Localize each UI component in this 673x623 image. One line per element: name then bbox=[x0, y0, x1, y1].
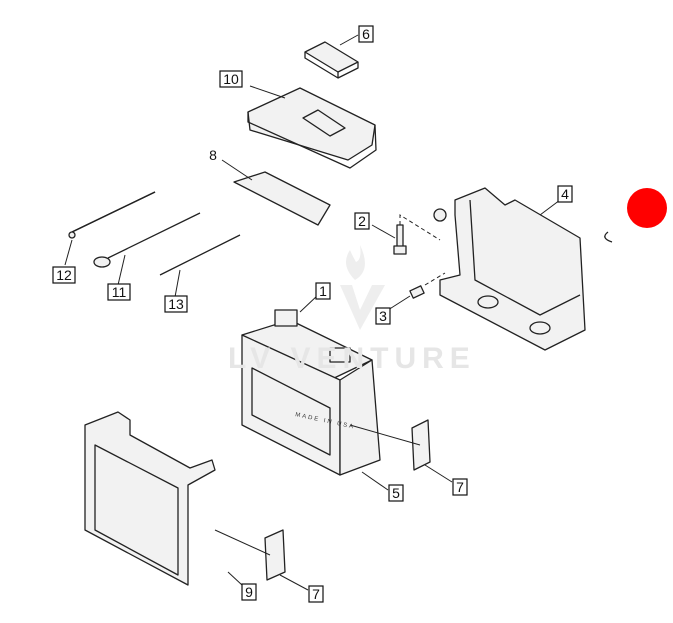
label-6: 6 bbox=[362, 26, 370, 42]
label-1: 1 bbox=[319, 283, 327, 299]
label-8: 8 bbox=[209, 147, 217, 163]
label-9: 9 bbox=[245, 584, 253, 600]
watermark: LV VENTURE bbox=[228, 245, 476, 375]
label-12: 12 bbox=[56, 267, 72, 283]
part-7-pads bbox=[214, 419, 453, 591]
part-5-battery: MADE IN USA bbox=[241, 294, 389, 491]
red-marker bbox=[627, 188, 667, 228]
label-5: 5 bbox=[392, 485, 400, 501]
part-8-pad bbox=[221, 159, 331, 226]
watermark-text: LV VENTURE bbox=[228, 342, 476, 375]
label-11: 11 bbox=[112, 284, 127, 300]
label-7b: 7 bbox=[312, 586, 320, 602]
label-3: 3 bbox=[379, 308, 387, 324]
part-2-bolt bbox=[371, 214, 441, 255]
cables bbox=[64, 191, 241, 298]
part-10-cover bbox=[247, 85, 377, 169]
part-4-bracket bbox=[433, 187, 613, 351]
part-9-cover bbox=[84, 411, 243, 586]
part-3-bolt bbox=[387, 272, 446, 311]
label-2: 2 bbox=[358, 213, 366, 229]
part-6-clip bbox=[304, 34, 359, 79]
label-4: 4 bbox=[561, 186, 569, 202]
label-13: 13 bbox=[168, 296, 184, 312]
callout-labels: 1 2 3 4 5 6 7 7 8 9 10 11 12 13 bbox=[52, 25, 573, 603]
label-7a: 7 bbox=[456, 479, 464, 495]
label-10: 10 bbox=[223, 71, 239, 87]
